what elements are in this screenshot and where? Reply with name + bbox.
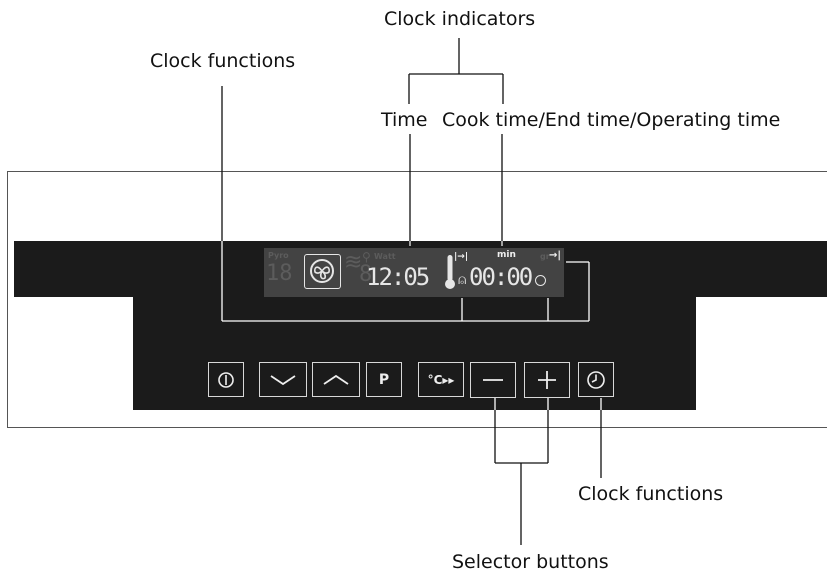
clock-indicators-label: Clock indicators [384, 8, 536, 30]
alarm-bell-icon: ⍝ [458, 272, 467, 288]
clock-icon [587, 370, 605, 389]
watt-indicator: Watt [374, 252, 396, 261]
min-indicator: min [497, 250, 516, 260]
gr-indicator: gr [540, 252, 550, 261]
chevron-down-icon [270, 374, 296, 385]
cook-time-label: Cook time/End time/Operating time [442, 109, 781, 131]
program-label: P [378, 371, 390, 388]
plus-button[interactable] [524, 362, 570, 398]
power-button[interactable] [208, 362, 244, 397]
clock-functions-top-label: Clock functions [150, 50, 296, 72]
chevron-up-icon [323, 374, 349, 385]
time-label: Time [381, 109, 428, 131]
oven-front-outline [7, 171, 827, 428]
selector-buttons-label: Selector buttons [452, 551, 609, 573]
temperature-button[interactable]: °C▸▸ [418, 362, 464, 397]
power-icon [218, 371, 234, 388]
thermometer-icon [445, 255, 455, 289]
display: Pyro 18 ≋ 8 ⚲ Watt 12:05 |→| ⍝ min 00:00… [264, 248, 564, 297]
down-button[interactable] [259, 362, 307, 397]
start-time-indicator: |→| [454, 252, 469, 262]
time-readout: 12:05 [366, 263, 430, 291]
pyro-indicator: Pyro [268, 251, 289, 260]
minus-icon [483, 379, 503, 381]
plus-icon [538, 371, 556, 389]
clock-button[interactable] [578, 362, 614, 397]
probe-symbol: ⚲ [362, 250, 371, 264]
clock-functions-bottom-label: Clock functions [578, 483, 724, 505]
clock-indicator-icon [535, 275, 546, 286]
grill-symbol: ≋ [344, 250, 363, 275]
minus-button[interactable] [470, 362, 516, 398]
duration-readout: 00:00 [469, 263, 533, 291]
dim-digit-2: 8 [359, 262, 373, 287]
end-time-indicator: →| [549, 250, 562, 261]
program-button[interactable]: P [366, 362, 402, 397]
up-button[interactable] [312, 362, 360, 397]
temperature-label: °C▸▸ [427, 372, 455, 387]
dim-digits: 18 [266, 261, 293, 286]
fan-mode-icon [304, 254, 341, 289]
